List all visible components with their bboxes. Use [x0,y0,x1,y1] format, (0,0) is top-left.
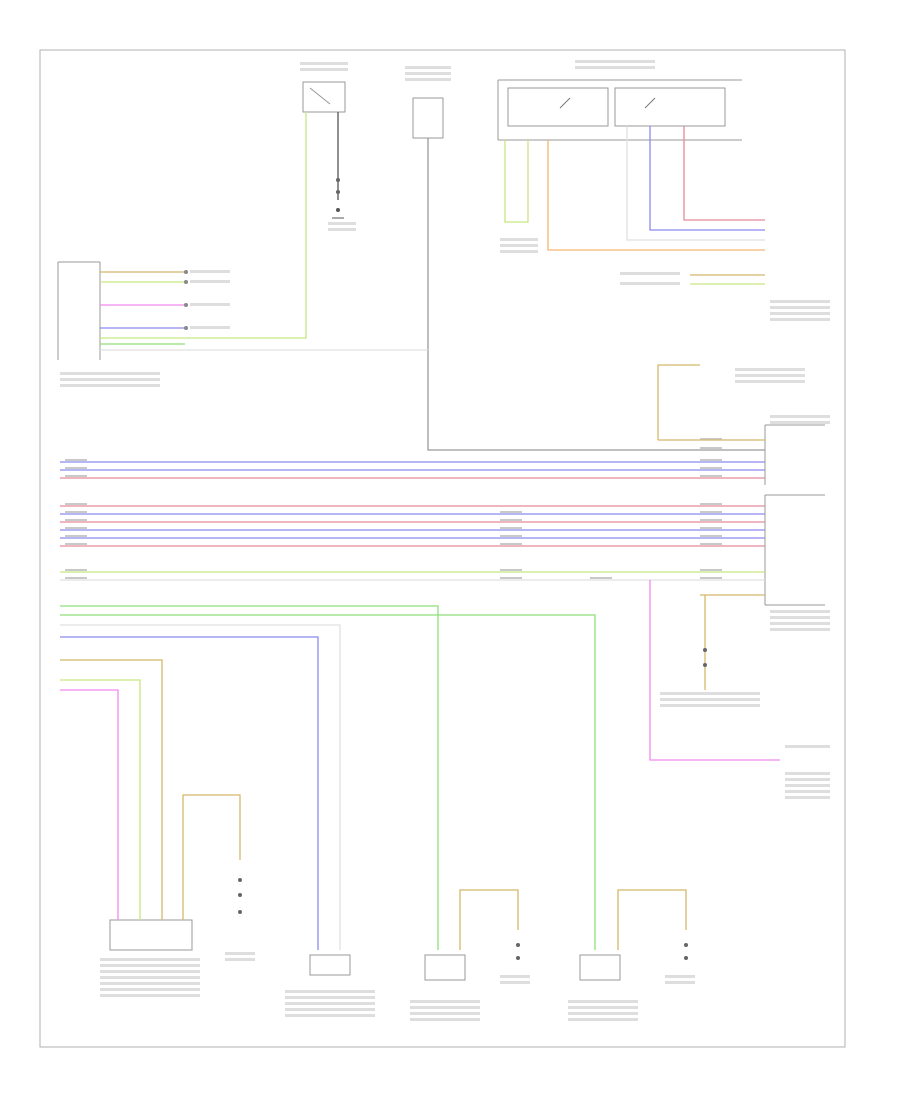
wire-lower-left-drops [60,605,596,950]
connector-pins [238,178,707,960]
wheel-sensor-left-box [424,954,466,981]
diagram-frame [39,49,846,1048]
control-module-left [57,261,101,360]
bus-wire-label-ticks [65,438,722,579]
data-bus-upper [60,461,765,479]
wire-right-ground-loop [657,364,765,441]
sensor-top-left-box [302,81,346,113]
wire-center-sensor [100,138,765,451]
sensor-top-center-box [412,97,444,139]
caption-placeholders [60,60,830,1021]
switch-module-top-right [497,79,742,141]
ground-icon [332,208,344,219]
wire-right-lower [649,580,780,761]
wire-switch-module [504,126,765,285]
data-bus-lower [60,505,765,596]
wheel-sensor-right-box [579,954,621,981]
wire-bottom-sensor-loops [459,889,687,950]
connector-icon [184,270,188,330]
switch-icon [559,97,656,109]
wire-sensor-top-left [100,112,339,339]
control-module-right-upper [764,424,825,485]
control-module-right-lower [764,494,825,606]
wire-left-module-stubs [100,271,185,345]
actuator-box-bottom-left [109,919,193,951]
ground-point-box [309,954,351,976]
